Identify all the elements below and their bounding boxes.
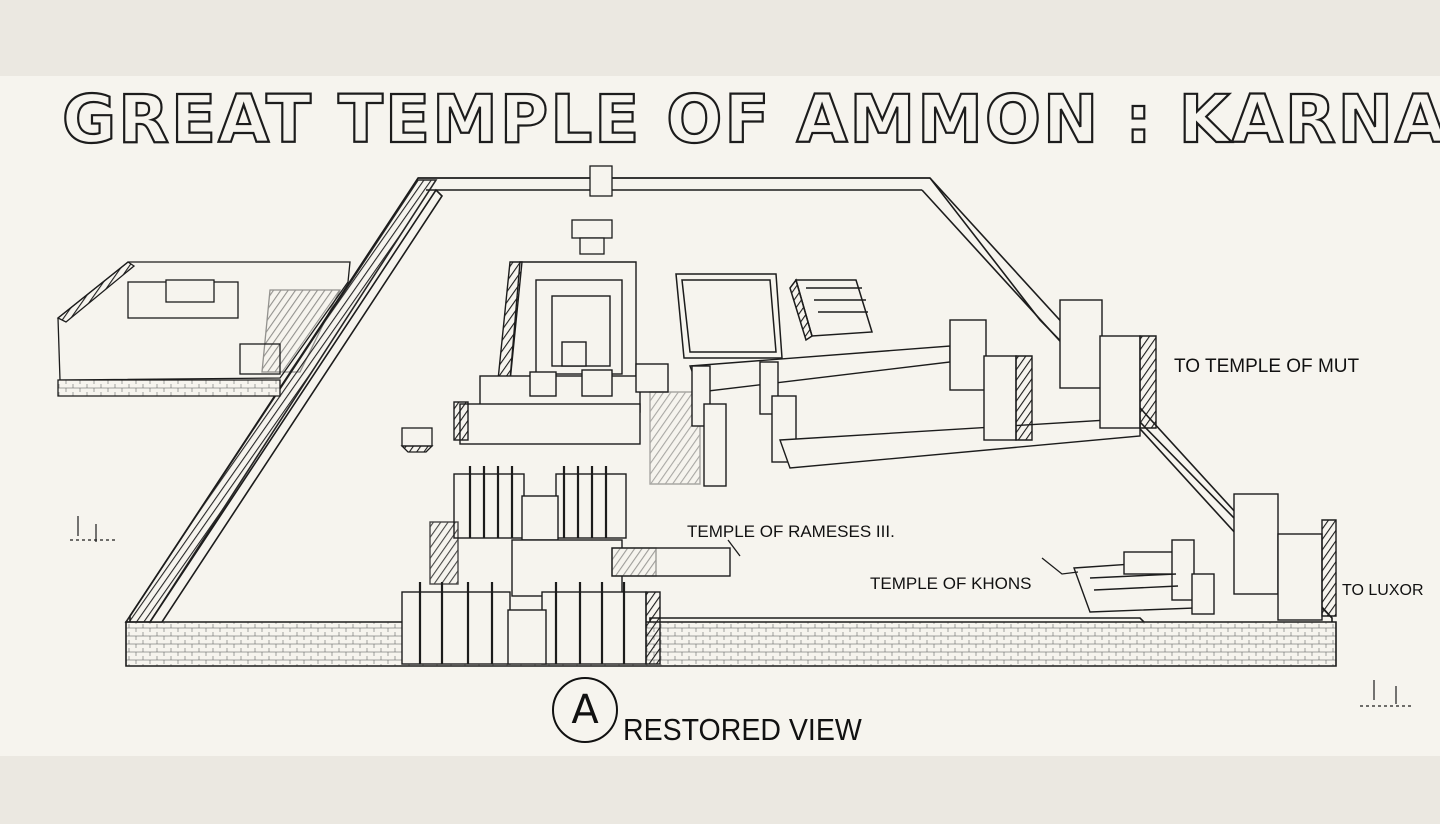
- main-temple: [401, 261, 669, 665]
- south-pylons: [649, 299, 1337, 621]
- khons-temple: [1073, 539, 1215, 615]
- label-to-temple-of-mut: TO TEMPLE OF MUT: [1174, 356, 1360, 377]
- north-enclosure: [56, 261, 351, 397]
- label-temple-of-khons: TEMPLE OF KHONS: [870, 574, 1032, 593]
- view-letter-circle: A: [552, 677, 618, 743]
- sacred-lake: [675, 273, 873, 359]
- page-title: GREAT TEMPLE OF AMMON : KARNAK: [61, 80, 1440, 159]
- gate-north: [400, 165, 613, 453]
- palm-sketches: [70, 516, 1412, 707]
- pylon-flagstaffs: [418, 466, 626, 664]
- leader-lines: [727, 539, 1079, 575]
- label-temple-of-rameses: TEMPLE OF RAMESES III.: [687, 522, 895, 541]
- label-to-luxor: TO LUXOR: [1342, 582, 1424, 599]
- view-letter: A: [571, 687, 599, 733]
- rameses-temple: [611, 547, 731, 577]
- view-caption: RESTORED VIEW: [623, 712, 862, 747]
